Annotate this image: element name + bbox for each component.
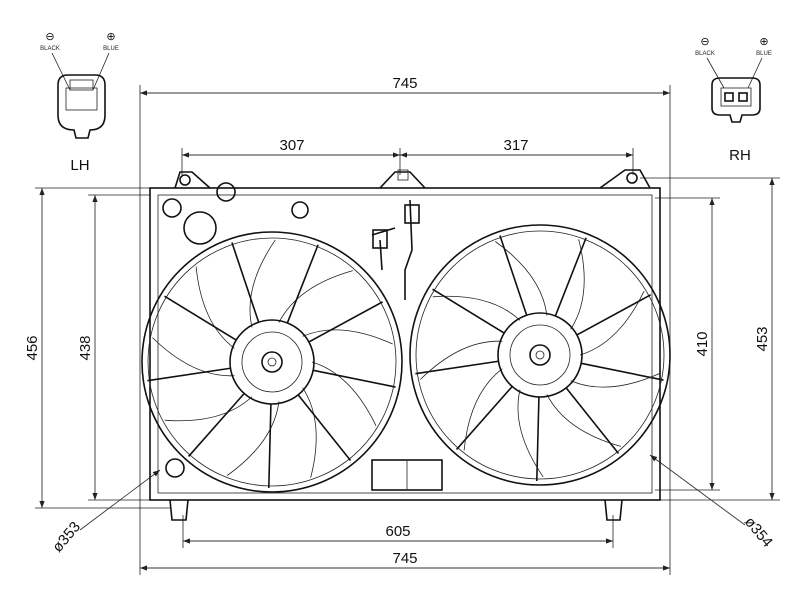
- shroud-strut: [455, 385, 513, 450]
- lh-neg-wire-label: BLACK: [40, 46, 60, 52]
- shroud-strut: [308, 301, 384, 343]
- shroud-strut: [164, 295, 237, 341]
- rh-neg-wire-label: BLACK: [695, 51, 715, 57]
- shroud-strut: [297, 394, 352, 462]
- shroud-strut: [313, 369, 396, 388]
- shroud-strut: [147, 367, 231, 382]
- lh-pos-symbol: ⊕: [106, 31, 115, 43]
- lh-connector: ⊖ ⊕ BLACK BLUE LH: [40, 31, 119, 174]
- fan-blade: [311, 361, 377, 426]
- dim-right-fan-diameter: ø354: [741, 514, 776, 551]
- dim-overall-width-top: 745: [392, 75, 417, 92]
- dim-left-motor-offset: 307: [279, 137, 304, 154]
- fan-blade: [570, 372, 661, 388]
- dim-left-fan-diameter: ø353: [49, 519, 84, 556]
- dim-left-height-outer: 456: [24, 335, 41, 360]
- motor-housing: [229, 319, 315, 405]
- fan-blade: [546, 394, 621, 447]
- shroud-strut: [581, 362, 664, 381]
- motor-hub: [529, 344, 551, 366]
- fan-blade: [570, 239, 585, 330]
- rh-pos-wire-label: BLUE: [756, 51, 772, 57]
- fan-blade: [432, 295, 521, 321]
- shroud-strut: [565, 387, 620, 455]
- dim-right-motor-offset: 317: [503, 137, 528, 154]
- rh-pos-symbol: ⊕: [759, 36, 768, 48]
- fan-blade: [164, 396, 253, 422]
- motor-housing: [497, 312, 583, 398]
- left-fan: [141, 231, 403, 493]
- fan-blade: [249, 239, 276, 328]
- dim-right-height-inner: 410: [694, 331, 711, 356]
- dim-bottom-mount-span: 605: [385, 523, 410, 540]
- fan-blade: [227, 401, 280, 476]
- fan-blade: [278, 270, 353, 323]
- lh-label: LH: [70, 157, 89, 174]
- fan-blade: [463, 368, 503, 451]
- right-fan: [409, 224, 671, 486]
- fan-blade: [302, 387, 317, 478]
- shroud-strut: [432, 288, 505, 334]
- shroud-strut: [187, 392, 245, 457]
- shroud-strut: [231, 242, 260, 323]
- fan-blade: [195, 266, 235, 349]
- fan-blade: [420, 340, 503, 380]
- dim-left-height-inner: 438: [77, 335, 94, 360]
- fan-blade: [579, 291, 645, 356]
- rh-label: RH: [729, 147, 751, 164]
- dim-right-height-outer: 453: [754, 326, 771, 351]
- shroud-strut: [499, 235, 528, 316]
- fan-blade: [302, 329, 393, 345]
- shroud-strut: [415, 360, 499, 375]
- shroud-strut: [576, 294, 652, 336]
- rh-neg-symbol: ⊖: [700, 36, 709, 48]
- fan-ring: [141, 231, 403, 493]
- fan-blade: [495, 241, 548, 316]
- dim-overall-width-bottom: 745: [392, 550, 417, 567]
- fan-blade: [517, 389, 544, 478]
- rh-connector: ⊖ ⊕ BLACK BLUE RH: [695, 36, 772, 164]
- shroud-strut: [267, 403, 272, 488]
- fan-ring: [409, 224, 671, 486]
- fan-shroud: [149, 169, 661, 521]
- motor-hub: [261, 351, 283, 373]
- lh-pos-wire-label: BLUE: [103, 46, 119, 52]
- shroud-strut: [286, 244, 319, 324]
- fan-blade: [152, 337, 235, 377]
- lh-neg-symbol: ⊖: [45, 31, 54, 43]
